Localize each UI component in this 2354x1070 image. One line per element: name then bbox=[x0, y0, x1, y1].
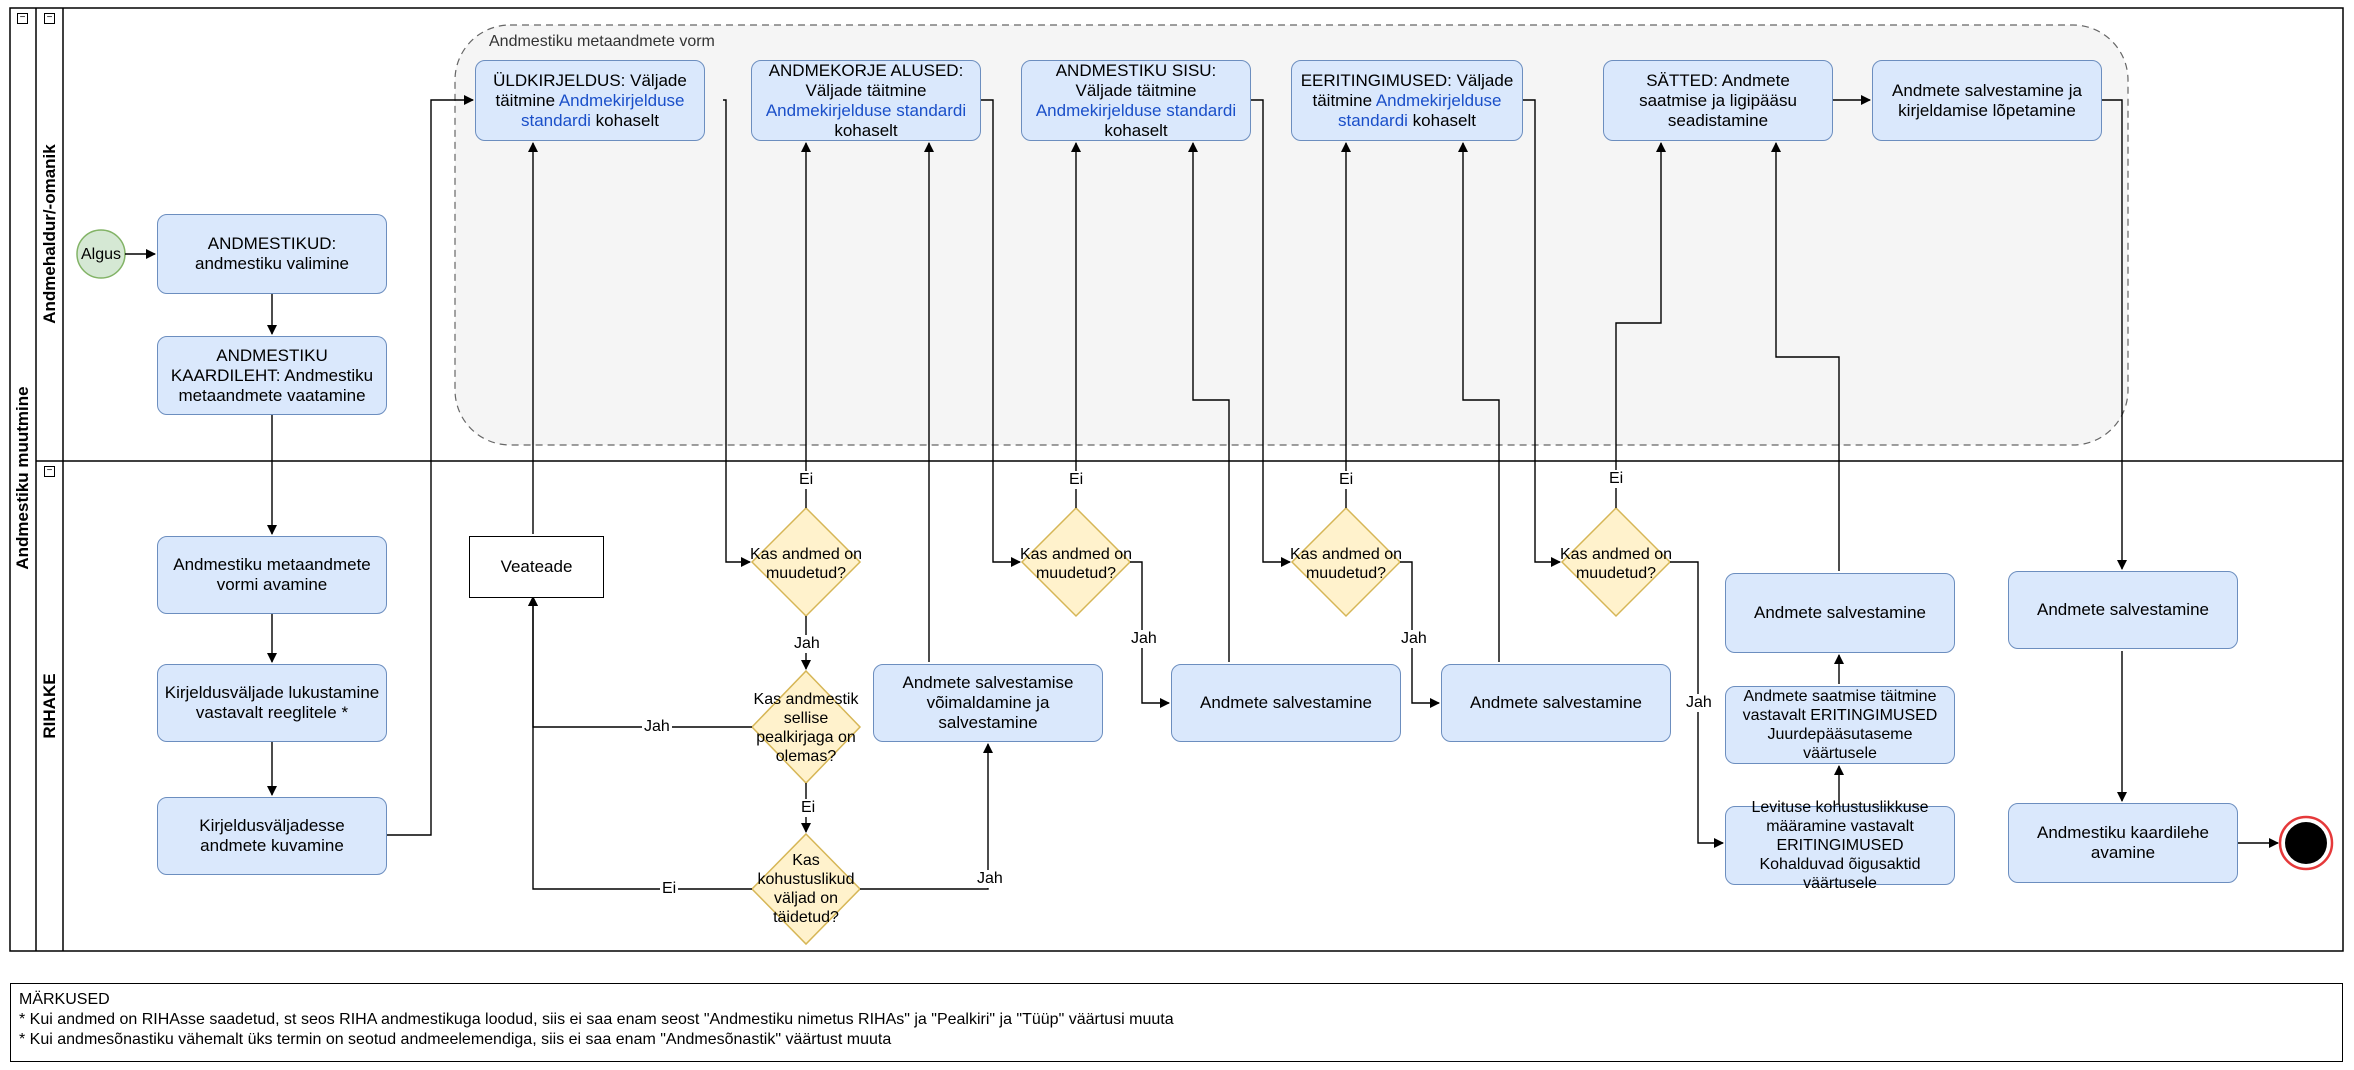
collapse-lane-bottom-icon[interactable]: − bbox=[44, 466, 55, 477]
task-sending: Andmete saatmise täitmine vastavalt ERIT… bbox=[1725, 686, 1955, 764]
standard-link[interactable]: Andmekirjelduse standardi bbox=[1338, 90, 1502, 130]
flow-label-jah: Jah bbox=[975, 870, 1005, 888]
flow-required-no bbox=[528, 596, 752, 890]
gateway-changed1-label: Kas andmed on muudetud? bbox=[749, 546, 863, 582]
flow-label-ei: Ei bbox=[1067, 471, 1086, 489]
task-save-1: Andmete salvestamine bbox=[1171, 664, 1401, 742]
task-settings: SÄTTED: Andmete saatmise ja ligipääsu se… bbox=[1603, 60, 1833, 141]
task-error-message: Veateade bbox=[469, 536, 604, 598]
flow-content-changed3 bbox=[1251, 99, 1291, 567]
notes-line-1: * Kui andmed on RIHAsse saadetud, st seo… bbox=[19, 1011, 1174, 1028]
flow-label-ei: Ei bbox=[1337, 471, 1356, 489]
gateway-changed3-label: Kas andmed on muudetud? bbox=[1289, 546, 1403, 582]
flow-label-jah: Jah bbox=[1399, 630, 1429, 648]
task-general-text-end: kohaselt bbox=[590, 110, 659, 130]
flow-general-changed1 bbox=[723, 99, 751, 567]
lane-title-rihake: RIHAKE bbox=[40, 673, 59, 739]
task-basis-text: ANDMEKORJE ALUSED: Väljade täitmine bbox=[768, 60, 964, 100]
gateway-changed4-label: Kas andmed on muudetud? bbox=[1559, 546, 1673, 582]
flow-label-ei: Ei bbox=[799, 799, 818, 817]
task-dataset-card: ANDMESTIKU KAARDILEHT: Andmestiku metaan… bbox=[157, 336, 387, 415]
collapse-pool-icon[interactable]: − bbox=[17, 13, 28, 24]
gateway-required-filled-label: Kas kohustuslikud väljad on täidetud? bbox=[757, 852, 855, 926]
flow-save3-settings bbox=[1771, 142, 1840, 571]
task-enable-save: Andmete salvestamise võimaldamine ja sal… bbox=[873, 664, 1103, 742]
gateway-changed4 bbox=[1560, 506, 1672, 618]
flow-required-yes bbox=[860, 743, 993, 890]
gateway-changed3 bbox=[1290, 506, 1402, 618]
task-lock-fields: Kirjeldusväljade lukustamine vastavalt r… bbox=[157, 664, 387, 742]
task-open-form: Andmestiku metaandmete vormi avamine bbox=[157, 536, 387, 614]
flow-changed4-no bbox=[1615, 142, 1666, 508]
flow-basis-changed2 bbox=[981, 99, 1021, 567]
flow-special-changed4 bbox=[1523, 99, 1561, 567]
task-save-2: Andmete salvestamine bbox=[1441, 664, 1671, 742]
task-content-text-end: kohaselt bbox=[1104, 120, 1168, 140]
task-content-text: ANDMESTIKU SISU: Väljade täitmine bbox=[1055, 60, 1217, 100]
task-special-text: EERITINGIMUSED: Väljade täitmine bbox=[1300, 70, 1514, 110]
gateway-changed2 bbox=[1020, 506, 1132, 618]
notes-line-2: * Kui andmesõnastiku vähemalt üks termin… bbox=[19, 1031, 892, 1048]
task-select-dataset: ANDMESTIKUD: andmestiku valimine bbox=[157, 214, 387, 294]
task-special-conditions: EERITINGIMUSED: Väljade täitmine Andmeki… bbox=[1291, 60, 1523, 141]
flow-save2-special bbox=[1458, 142, 1500, 662]
gateway-header-exists-label: Kas andmestik sellise pealkirjaga on ole… bbox=[753, 690, 859, 765]
task-general-description: ÜLDKIRJELDUS: Väljade täitmine Andmekirj… bbox=[475, 60, 705, 141]
flow-label-jah: Jah bbox=[1684, 694, 1714, 712]
collapse-lane-top-icon[interactable]: − bbox=[44, 13, 55, 24]
start-label: Algus bbox=[80, 245, 122, 263]
flow-save1-content bbox=[1188, 142, 1230, 662]
standard-link[interactable]: Andmekirjelduse standardi bbox=[1035, 100, 1237, 120]
gateway-changed2-label: Kas andmed on muudetud? bbox=[1019, 546, 1133, 582]
task-show-data: Kirjeldusväljadesse andmete kuvamine bbox=[157, 797, 387, 875]
task-distribution: Levituse kohustuslikkuse määramine vasta… bbox=[1725, 799, 1955, 892]
flow-header-yes bbox=[528, 596, 752, 728]
task-save-3: Andmete salvestamine bbox=[1725, 573, 1955, 653]
task-finish: Andmete salvestamine ja kirjeldamise lõp… bbox=[1872, 60, 2102, 141]
notes-title: MÄRKUSED bbox=[19, 991, 110, 1008]
task-general-text: ÜLDKIRJELDUS: Väljade täitmine bbox=[493, 70, 687, 110]
pool-border bbox=[9, 7, 2344, 952]
task-save-4: Andmete salvestamine bbox=[2008, 571, 2238, 649]
task-open-card: Andmestiku kaardilehe avamine bbox=[2008, 803, 2238, 883]
flow-label-ei: Ei bbox=[797, 471, 816, 489]
end-event-inner bbox=[2285, 822, 2327, 864]
task-collection-basis: ANDMEKORJE ALUSED: Väljade täitmine Andm… bbox=[751, 60, 981, 141]
standard-link[interactable]: Andmekirjelduse standardi bbox=[765, 100, 967, 120]
group-label: Andmestiku metaandmete vorm bbox=[487, 33, 717, 51]
task-basis-text-end: kohaselt bbox=[834, 120, 898, 140]
flow-label-jah: Jah bbox=[642, 718, 672, 736]
flow-label-jah: Jah bbox=[1129, 630, 1159, 648]
task-special-text-end: kohaselt bbox=[1407, 110, 1476, 130]
pool-title: Andmestiku muutmine bbox=[13, 386, 32, 570]
task-dataset-content: ANDMESTIKU SISU: Väljade täitmine Andmek… bbox=[1021, 60, 1251, 141]
flow-label-ei: Ei bbox=[660, 880, 679, 898]
gateway-required-filled bbox=[750, 832, 862, 946]
flow-show-general bbox=[387, 95, 474, 836]
flow-label-ei: Ei bbox=[1607, 470, 1626, 488]
flow-finish-save4 bbox=[2102, 99, 2127, 570]
standard-link[interactable]: Andmekirjelduse standardi bbox=[521, 90, 685, 130]
notes-box: MÄRKUSED * Kui andmed on RIHAsse saadetu… bbox=[10, 983, 2343, 1062]
lane-title-owner: Andmehaldur/-omanik bbox=[40, 144, 59, 324]
flow-label-jah: Jah bbox=[792, 635, 822, 653]
